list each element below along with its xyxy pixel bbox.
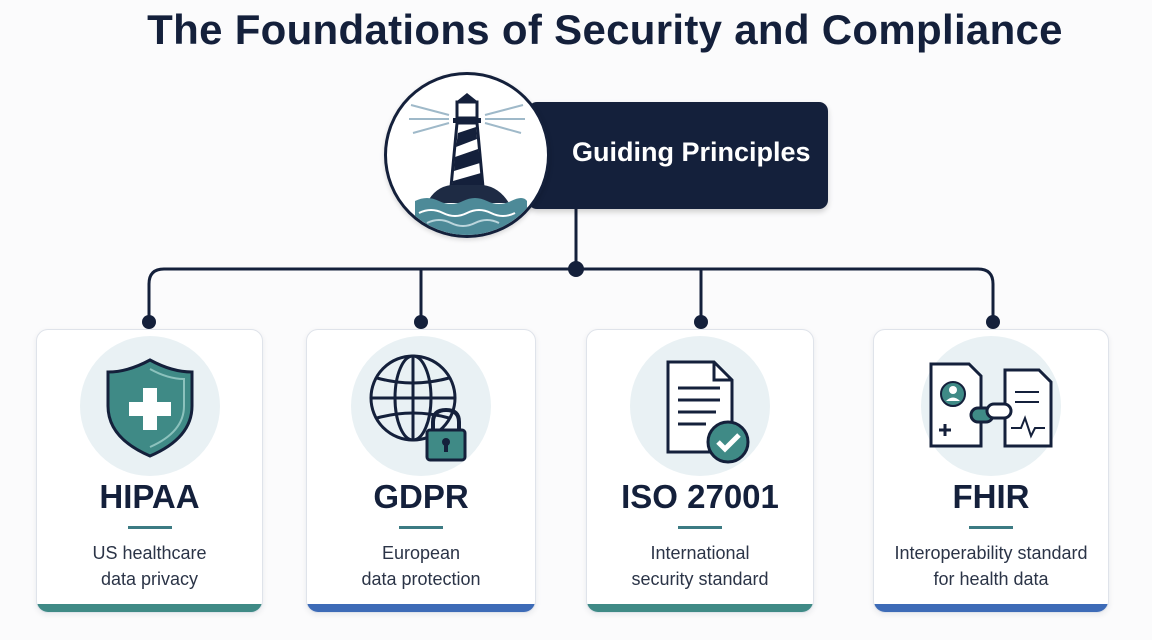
divider xyxy=(678,526,722,529)
standard-description: International security standard xyxy=(593,540,807,592)
description-line: for health data xyxy=(933,569,1049,589)
standard-card-gdpr: GDPR European data protection xyxy=(306,329,536,613)
divider xyxy=(399,526,443,529)
standard-name: FHIR xyxy=(952,478,1030,515)
description-line: security standard xyxy=(631,569,769,589)
accent-strip xyxy=(307,604,535,612)
accent-strip xyxy=(587,604,813,612)
globe-lock-icon xyxy=(369,354,467,462)
standard-description: Interoperability standard for health dat… xyxy=(880,540,1102,592)
standard-name: GDPR xyxy=(373,478,469,515)
standard-name: HIPAA xyxy=(99,478,200,515)
page-title: The Foundations of Security and Complian… xyxy=(147,6,1063,53)
standard-description: European data protection xyxy=(313,540,529,592)
description-line: European xyxy=(381,543,461,563)
hub-node xyxy=(568,261,584,277)
linked-records-icon xyxy=(929,362,1053,448)
medical-shield-icon xyxy=(106,358,193,458)
node-iso xyxy=(694,315,708,329)
standard-card-hipaa: HIPAA US healthcare data privacy xyxy=(36,329,263,613)
node-gdpr xyxy=(414,315,428,329)
description-line: US healthcare xyxy=(92,543,207,563)
description-line: Interoperability standard xyxy=(894,543,1088,563)
standard-card-iso-27001: ISO 27001 International security standar… xyxy=(586,329,814,613)
standard-description: US healthcare data privacy xyxy=(43,540,256,592)
node-hipaa xyxy=(142,315,156,329)
lighthouse-icon xyxy=(384,72,550,238)
node-fhir xyxy=(986,315,1000,329)
guiding-principles-box: Guiding Principles xyxy=(528,102,828,209)
divider xyxy=(127,526,172,529)
standard-card-fhir: FHIR Interoperability standard for healt… xyxy=(873,329,1109,613)
description-line: data protection xyxy=(361,569,481,589)
accent-strip xyxy=(874,604,1108,612)
description-line: data privacy xyxy=(100,569,199,589)
standard-name: ISO 27001 xyxy=(621,478,779,515)
accent-strip xyxy=(37,604,262,612)
divider xyxy=(969,526,1013,529)
document-check-icon xyxy=(666,360,750,464)
description-line: International xyxy=(650,543,750,563)
guiding-principles-label: Guiding Principles xyxy=(572,137,811,167)
